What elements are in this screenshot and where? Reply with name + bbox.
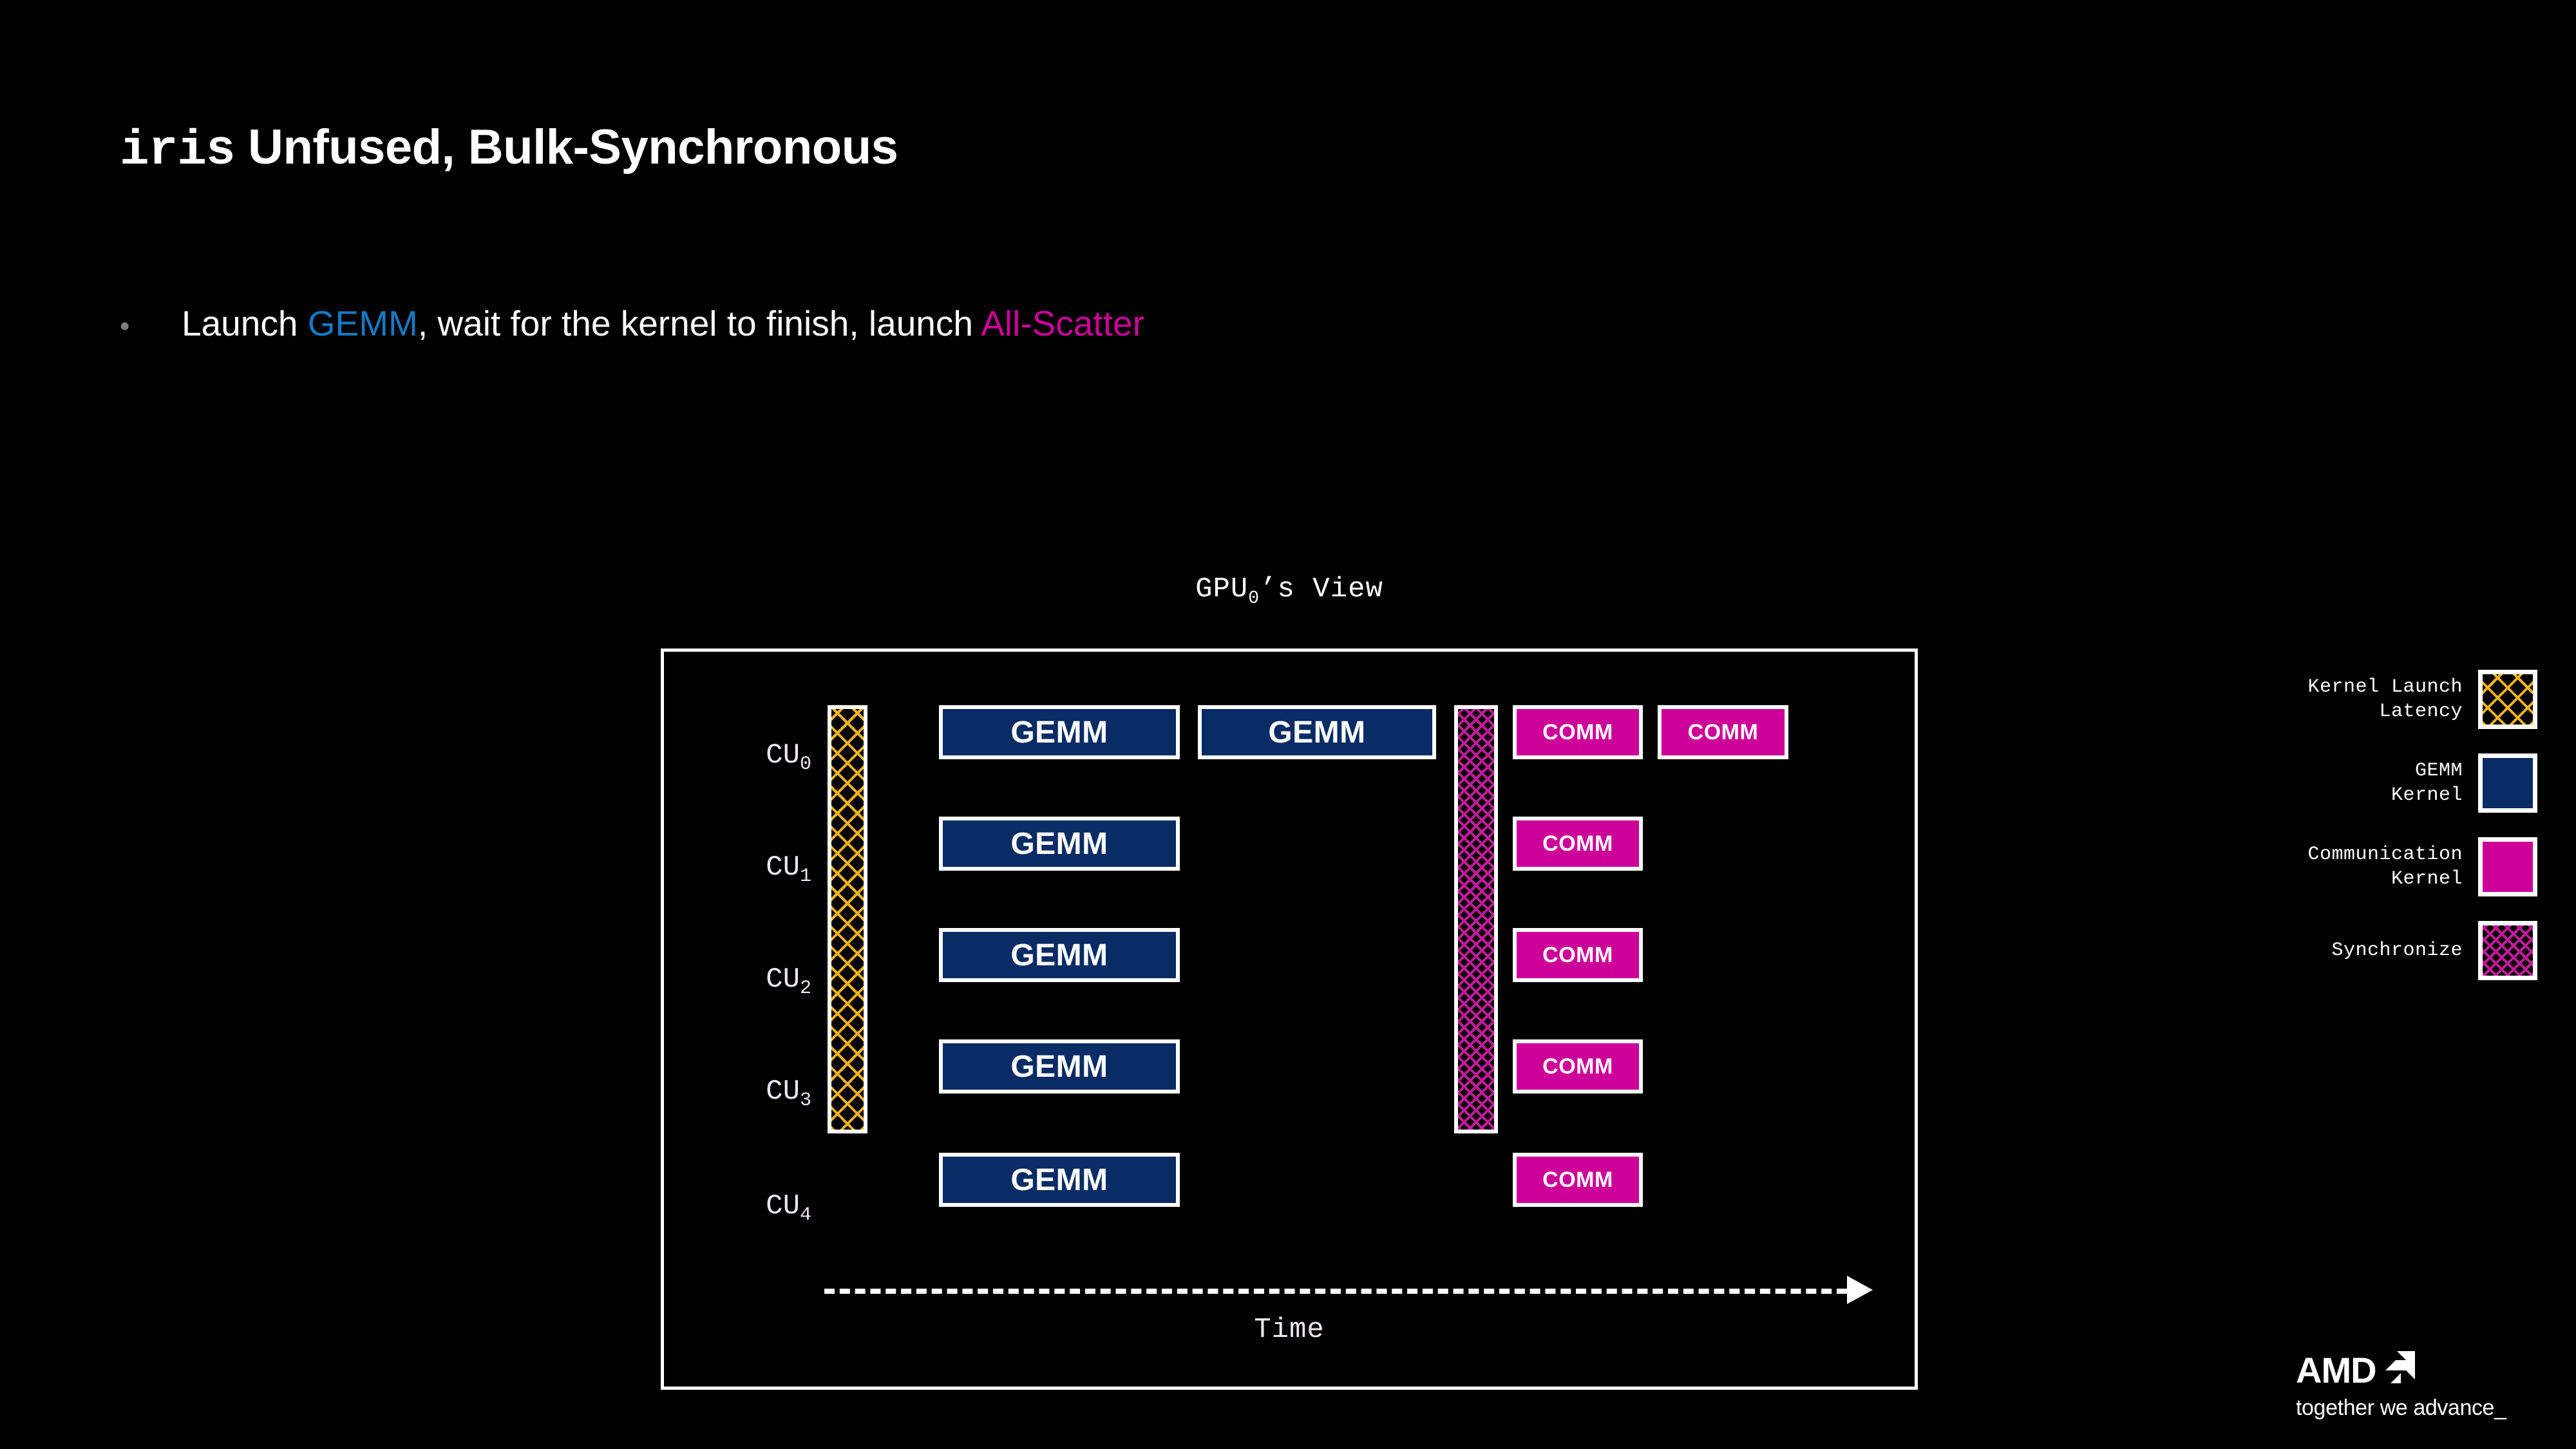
- comm-color-swatch: [2478, 837, 2537, 896]
- gemm-kernel-block-label: GEMM: [1268, 715, 1366, 750]
- cu-label-2: CU2: [715, 963, 811, 999]
- bullet-text: Launch GEMM, wait for the kernel to fini…: [182, 303, 1144, 344]
- comm-kernel-block-0-4: COMM: [1513, 705, 1643, 759]
- cu-label-index: 2: [799, 977, 811, 999]
- cu-label-prefix: CU: [766, 1075, 800, 1108]
- comm-kernel-block-label: COMM: [1542, 1167, 1613, 1192]
- cu-label-index: 3: [799, 1089, 811, 1112]
- gemm-color-swatch: [2478, 753, 2537, 813]
- bullet-keyword-all-scatter: All-Scatter: [981, 303, 1144, 343]
- cu-label-index: 0: [799, 753, 811, 775]
- comm-kernel-block-label: COMM: [1542, 719, 1613, 744]
- gemm-kernel-block-label: GEMM: [1010, 715, 1108, 750]
- cu-label-prefix: CU: [766, 1190, 800, 1222]
- comm-kernel-block-0b-5: COMM: [1658, 705, 1788, 759]
- gemm-kernel-block-1-6: GEMM: [939, 817, 1180, 871]
- legend-item-2: Communication Kernel: [2228, 837, 2537, 896]
- comm-kernel-block-label: COMM: [1542, 1054, 1613, 1079]
- time-axis: [824, 1276, 1873, 1304]
- cu-label-0: CU0: [715, 739, 811, 775]
- launch-pattern-swatch: [2478, 670, 2537, 729]
- cu-label-1: CU1: [715, 851, 811, 887]
- cu-label-prefix: CU: [766, 963, 800, 996]
- legend-item-0: Kernel Launch Latency: [2228, 670, 2537, 729]
- legend-item-label: Kernel Launch Latency: [2307, 676, 2463, 723]
- bullet-keyword-gemm: GEMM: [307, 303, 418, 343]
- legend-item-1: GEMM Kernel: [2228, 753, 2537, 813]
- synchronize-bar-all-3: [1454, 705, 1498, 1133]
- comm-kernel-block-4-13: COMM: [1513, 1153, 1643, 1207]
- diagram-caption-tail: ’s View: [1260, 573, 1383, 605]
- diagram-caption-index: 0: [1248, 588, 1260, 609]
- comm-kernel-block-2-9: COMM: [1513, 928, 1643, 982]
- kernel-launch-latency-bar-all-0: [828, 705, 867, 1133]
- gemm-kernel-block-label: GEMM: [1010, 826, 1108, 861]
- bullet-marker-icon: •: [120, 310, 130, 342]
- comm-kernel-block-3-11: COMM: [1513, 1039, 1643, 1094]
- gemm-kernel-block-2-8: GEMM: [939, 928, 1180, 982]
- legend-item-3: Synchronize: [2228, 921, 2537, 980]
- amd-arrow-icon: [2382, 1351, 2415, 1389]
- gemm-kernel-block-4-12: GEMM: [939, 1153, 1180, 1207]
- diagram-caption: GPU0’s View: [661, 573, 1918, 609]
- bullet-text-part-1: Launch: [182, 303, 308, 343]
- legend-item-label: GEMM Kernel: [2391, 759, 2463, 806]
- gemm-kernel-block-0-1: GEMM: [939, 705, 1180, 759]
- page-title-rest: Unfused, Bulk-Synchronous: [234, 120, 898, 175]
- page-title-mono-part: iris: [120, 123, 235, 178]
- cu-label-4: CU4: [715, 1190, 811, 1226]
- time-axis-label: Time: [1254, 1314, 1325, 1346]
- gpu-timeline-diagram: [661, 649, 1918, 1390]
- gemm-kernel-block-3-10: GEMM: [939, 1039, 1180, 1094]
- cu-label-prefix: CU: [766, 851, 800, 884]
- bullet-list-item: • Launch GEMM, wait for the kernel to fi…: [120, 303, 1144, 344]
- cu-label-3: CU3: [715, 1075, 811, 1112]
- time-axis-arrow-icon: [1847, 1276, 1873, 1304]
- amd-tagline: together we advance_: [2296, 1396, 2506, 1420]
- amd-logo: AMD together we advance_: [2296, 1351, 2515, 1421]
- comm-kernel-block-1-7: COMM: [1513, 817, 1643, 871]
- gemm-kernel-block-label: GEMM: [1010, 938, 1108, 972]
- comm-kernel-block-label: COMM: [1687, 719, 1759, 744]
- legend-item-label: Synchronize: [2331, 939, 2463, 961]
- legend-item-label: Communication Kernel: [2307, 843, 2463, 890]
- time-axis-dashed-line: [824, 1289, 1847, 1294]
- sync-pattern-swatch: [2478, 921, 2537, 980]
- amd-wordmark-text: AMD: [2296, 1349, 2377, 1390]
- gemm-kernel-block-0b-2: GEMM: [1198, 705, 1436, 759]
- amd-wordmark: AMD: [2296, 1351, 2515, 1389]
- page-title: iris Unfused, Bulk-Synchronous: [120, 119, 898, 178]
- cu-label-index: 4: [799, 1204, 811, 1226]
- bullet-text-part-2: , wait for the kernel to finish, launch: [417, 303, 981, 343]
- gemm-kernel-block-label: GEMM: [1010, 1049, 1108, 1084]
- gemm-kernel-block-label: GEMM: [1010, 1162, 1108, 1197]
- cu-label-index: 1: [799, 865, 811, 887]
- comm-kernel-block-label: COMM: [1542, 831, 1613, 856]
- comm-kernel-block-label: COMM: [1542, 942, 1613, 967]
- diagram-caption-gpu: GPU: [1195, 573, 1249, 605]
- cu-label-prefix: CU: [766, 739, 800, 772]
